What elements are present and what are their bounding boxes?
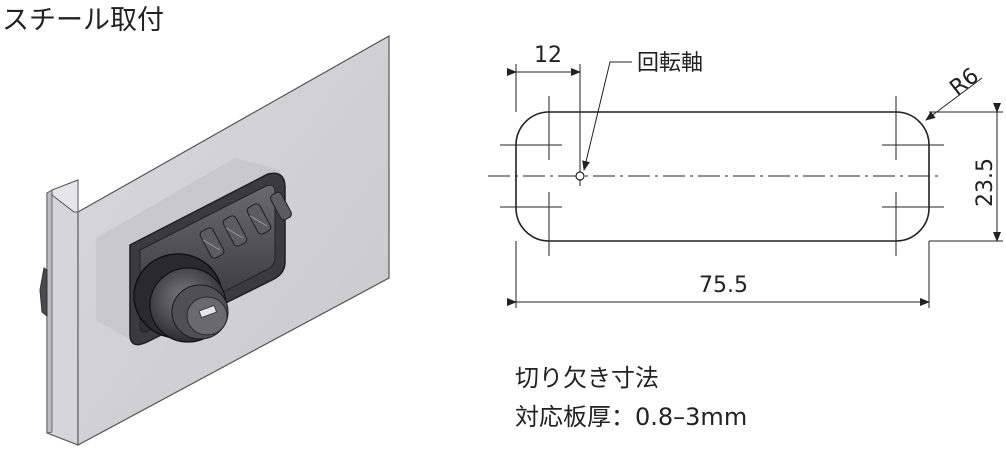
height-label: 23.5 bbox=[973, 158, 998, 207]
key-cylinder bbox=[133, 253, 229, 343]
radius-label: R6 bbox=[945, 63, 983, 101]
pivot-point bbox=[575, 171, 585, 181]
cutout-drawing bbox=[488, 61, 1003, 308]
corner-centers bbox=[500, 96, 944, 256]
pivot-label: 回転軸 bbox=[637, 51, 703, 76]
pivot-leader bbox=[582, 61, 632, 171]
title: スチール取付 bbox=[2, 5, 164, 36]
lock-illustration bbox=[39, 34, 390, 447]
plate-thickness-note: 対応板厚：0.8–3mm bbox=[515, 403, 748, 431]
cutout-dimensions-note: 切り欠き寸法 bbox=[515, 364, 659, 392]
keyhole-icon bbox=[198, 304, 218, 319]
radius-leader bbox=[925, 77, 983, 121]
width-label: 75.5 bbox=[699, 273, 748, 298]
dim-offset-label: 12 bbox=[534, 43, 562, 68]
combination-dials bbox=[199, 191, 292, 259]
